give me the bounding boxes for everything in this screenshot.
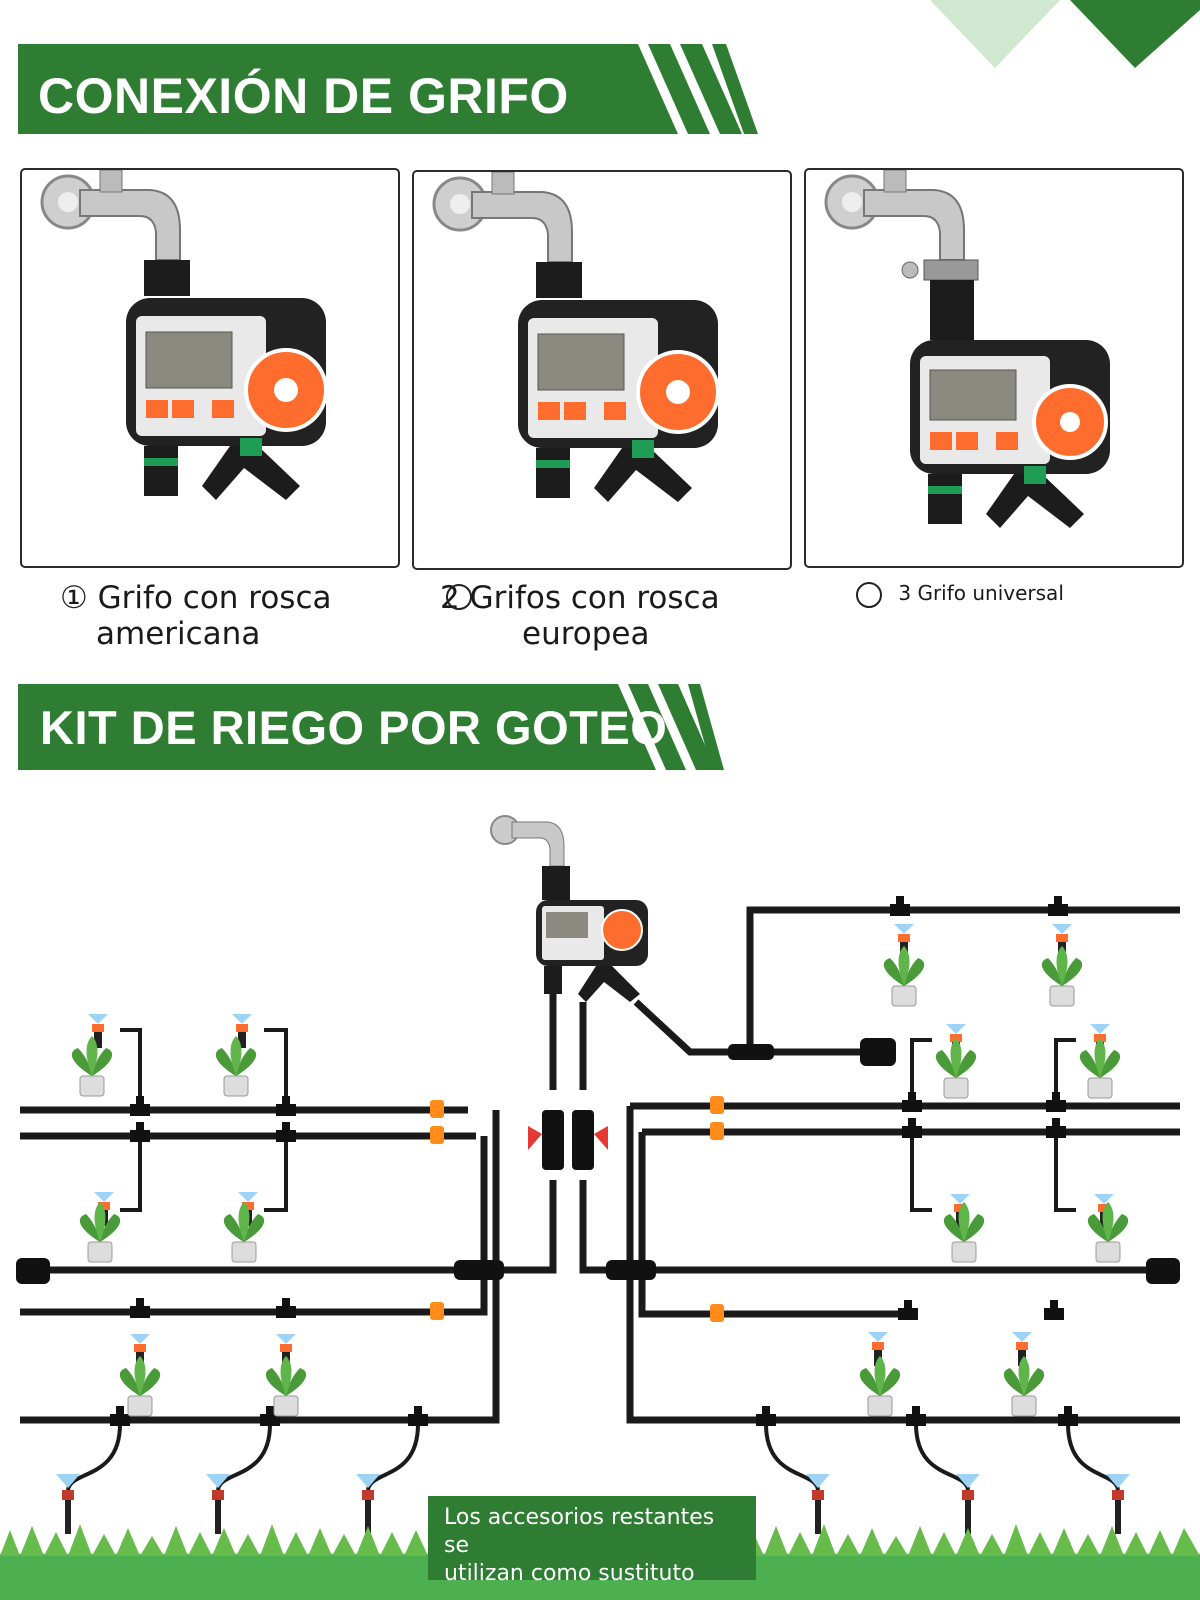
- plants: [71, 924, 1129, 1417]
- faucet-panel-european: [412, 170, 792, 570]
- caption-american: ① Grifo con rosca americana: [60, 580, 400, 652]
- timer-faucet-illustration: [824, 170, 1110, 528]
- timer-faucet-illustration: [40, 170, 328, 500]
- kit-section-title: KIT DE RIEGO POR GOTEO: [40, 701, 668, 754]
- irrigation-diagram: [0, 815, 1200, 1600]
- kit-section-banner: [18, 684, 724, 770]
- center-timer: [490, 815, 648, 1002]
- caption-european: 2 Grifos con rosca europea: [440, 580, 780, 652]
- inline-drippers: [430, 1096, 724, 1322]
- caption-line2: americana: [96, 616, 261, 652]
- caption-number: ①: [60, 580, 88, 616]
- caption-line2: europea: [522, 616, 650, 652]
- circle-icon: [856, 581, 882, 608]
- note-line2: utilizan como sustituto: [444, 1561, 695, 1586]
- corner-decoration: [930, 0, 1200, 68]
- faucet-section-title: CONEXIÓN DE GRIFO: [38, 68, 569, 124]
- faucet-panel-universal: [804, 168, 1184, 568]
- caption-number: 3: [898, 581, 912, 605]
- caption-line1: Grifo con rosca: [97, 580, 332, 616]
- faucet-section-banner: [18, 44, 758, 134]
- caption-line1: Grifo universal: [917, 581, 1064, 605]
- faucet-panel-american: [20, 168, 400, 568]
- caption-line1: Grifos con rosca: [469, 580, 720, 616]
- timer-faucet-illustration: [432, 172, 720, 502]
- circle-icon: [446, 584, 472, 610]
- caption-universal: 3 Grifo universal: [856, 580, 1176, 608]
- substitute-note: Los accesorios restantes se utilizan com…: [428, 1496, 756, 1586]
- valve-icons: [528, 1110, 608, 1170]
- note-line1: Los accesorios restantes se: [444, 1505, 715, 1558]
